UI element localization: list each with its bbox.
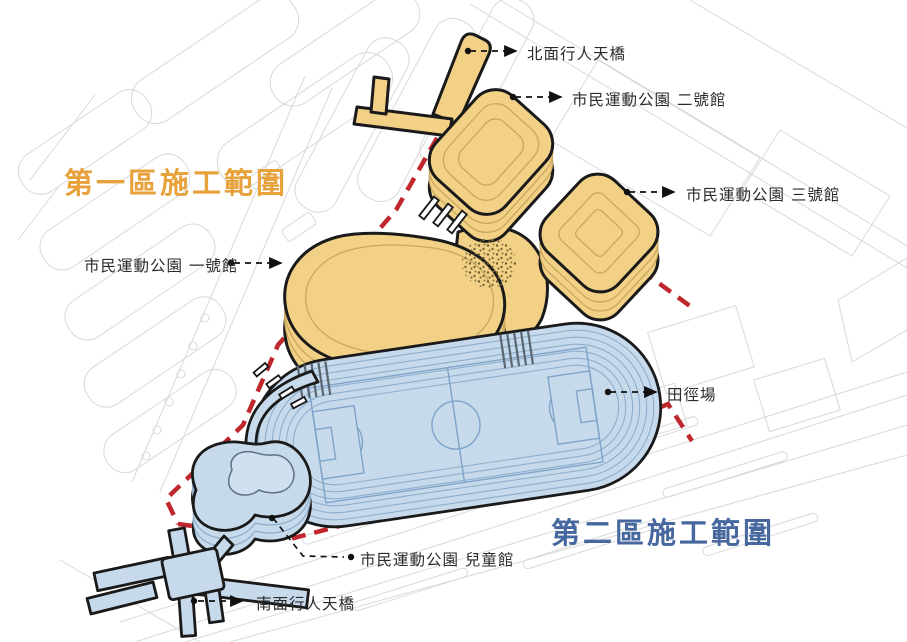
label-hall1: 市民運動公園 一號館 [84,257,239,275]
label-north-bridge: 北面行人天橋 [527,45,627,63]
leader-dots [190,47,631,605]
south-bridge-shape [85,526,311,638]
leader-lines [190,45,676,607]
label-hall3: 市民運動公園 三號館 [686,186,841,204]
hall-3-building [538,172,660,322]
label-children-hall: 市民運動公園 兒童館 [360,551,515,569]
zone2-facilities [85,321,663,638]
label-track: 田徑場 [667,386,717,404]
zone1-title: 第一區施工範圍 [64,166,289,200]
children-hall-building [191,440,312,556]
walkway-teeth [252,361,308,410]
hall-2-building [427,88,555,243]
trees-patch [462,238,516,288]
building-teeth [417,195,469,235]
soccer-field [308,346,604,504]
zone2-title: 第二區施工範圍 [551,516,776,550]
label-hall2: 市民運動公園 二號館 [572,91,727,109]
north-bridge-shape [431,32,492,126]
track-stair-strips [296,330,535,400]
label-south-bridge: 南面行人天橋 [256,595,356,613]
